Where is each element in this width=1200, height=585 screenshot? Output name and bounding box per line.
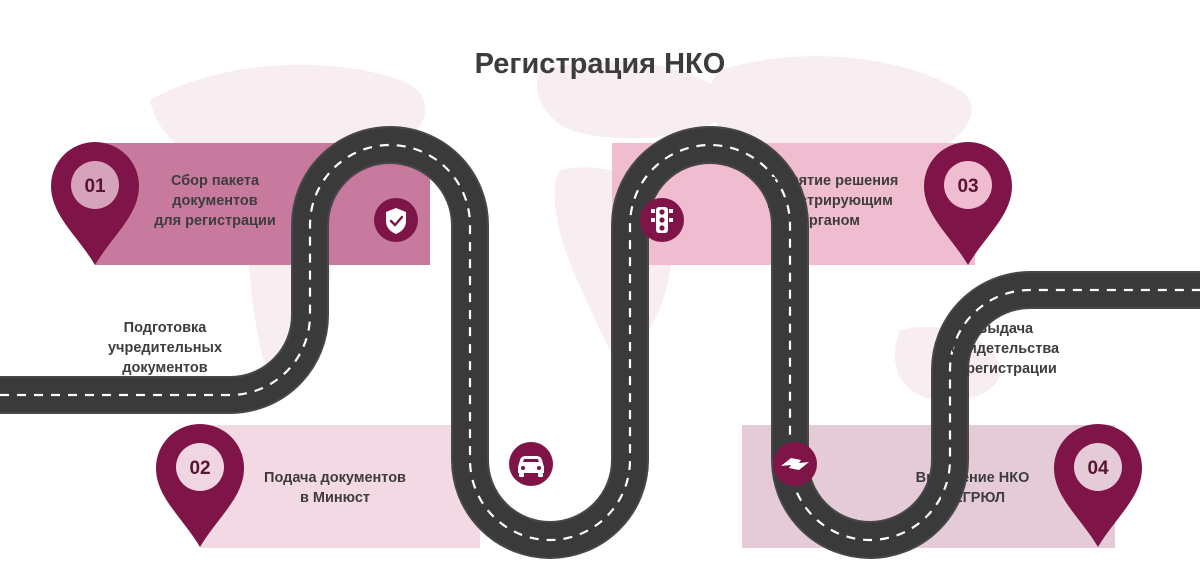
step-2-text: Подача документов в Минюст — [240, 468, 430, 508]
pin-01: 01 — [51, 142, 139, 265]
text-line: Подача документов — [264, 470, 406, 486]
text-line: документов — [122, 360, 208, 376]
step-3-text: Принятие решения регистрирующим органом — [740, 171, 920, 231]
text-line: учредительных — [107, 340, 223, 356]
step-band-2 — [200, 425, 480, 548]
shield-check-icon — [374, 198, 418, 242]
pin-03: 03 — [924, 142, 1012, 265]
traffic-light-icon — [640, 198, 684, 242]
text-line: для регистрации — [154, 213, 276, 229]
pin-number-04: 04 — [1087, 458, 1109, 479]
text-line: свидетельства — [950, 341, 1060, 357]
text-line: о регистрации — [953, 361, 1057, 377]
text-line: Внедрение НКО — [915, 470, 1030, 486]
start-label-text: Подготовка учредительных документов — [90, 318, 240, 378]
text-line: в Минюст — [299, 490, 371, 506]
pin-number-02: 02 — [189, 458, 210, 479]
text-line: Принятие решения — [761, 173, 899, 189]
text-line: Сбор пакета — [170, 173, 260, 189]
text-line: Подготовка — [123, 320, 207, 336]
car-icon — [509, 442, 553, 486]
text-line: Выдача — [976, 321, 1034, 337]
step-4-text: Внедрение НКО в ЕГРЮЛ — [890, 468, 1055, 508]
road — [0, 126, 1200, 559]
pin-number-01: 01 — [84, 176, 106, 197]
pin-04: 04 — [1054, 424, 1142, 547]
step-1-text: Сбор пакета документов для регистрации — [135, 171, 295, 231]
text-line: регистрирующим — [767, 193, 893, 209]
text-line: документов — [172, 193, 258, 209]
handshake-icon — [773, 442, 817, 486]
end-label-text: Выдача свидетельства о регистрации — [930, 319, 1080, 379]
pin-number-03: 03 — [957, 176, 978, 197]
pin-02: 02 — [156, 424, 244, 547]
text-line: в ЕГРЮЛ — [939, 490, 1006, 506]
page-title: Регистрация НКО — [474, 48, 726, 80]
text-line: органом — [800, 213, 860, 229]
road-center-dashes — [0, 143, 1200, 542]
